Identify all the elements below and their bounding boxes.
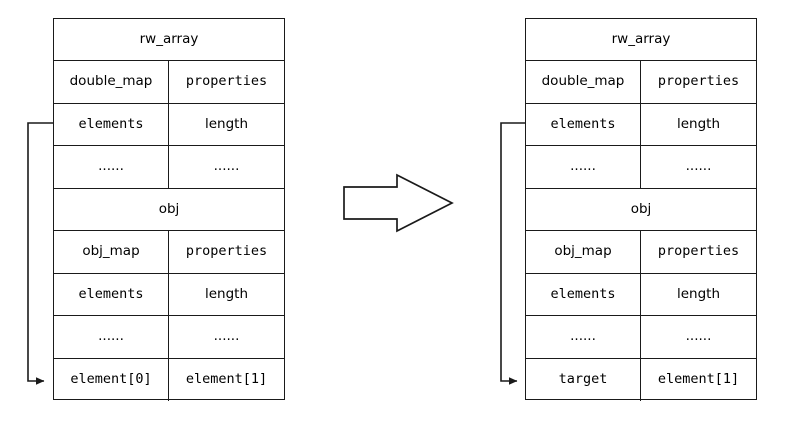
cell-length: length	[204, 115, 249, 132]
cell-properties: properties	[185, 243, 268, 260]
cell-obj-map: obj_map	[54, 231, 169, 273]
table-row: rw_array	[526, 19, 756, 62]
cell-ellipsis: ......	[526, 316, 641, 358]
cell-properties: properties	[185, 73, 268, 90]
table-row: ...... ......	[54, 316, 284, 359]
pointer-line-after	[500, 122, 525, 385]
cell-obj-header: obj	[158, 200, 180, 217]
table-row: elements length	[54, 103, 284, 147]
cell-elements: elements	[526, 273, 641, 316]
cell-element-1: element[1]	[657, 370, 740, 387]
cell-rw-array-header: rw_array	[139, 30, 199, 47]
cell-ellipsis: ......	[526, 146, 641, 188]
table-row: double_map properties	[526, 61, 756, 104]
cell-element-0: element[0]	[54, 358, 169, 401]
table-row: ...... ......	[526, 316, 756, 359]
transition-right-arrow-icon	[343, 173, 454, 233]
table-row: element[0] element[1]	[54, 358, 284, 401]
cell-length: length	[204, 285, 249, 302]
cell-ellipsis: ......	[685, 328, 712, 345]
table-row: elements length	[54, 273, 284, 317]
cell-rw-array-header: rw_array	[611, 30, 671, 47]
table-row: obj	[54, 189, 284, 232]
cell-elements: elements	[54, 103, 169, 146]
table-row: double_map properties	[54, 61, 284, 104]
pointer-line-before	[27, 122, 53, 385]
table-row: target element[1]	[526, 358, 756, 401]
cell-obj-map: obj_map	[526, 231, 641, 273]
cell-target: target	[526, 358, 641, 401]
table-row: ...... ......	[526, 146, 756, 189]
cell-double-map: double_map	[526, 61, 641, 103]
cell-ellipsis: ......	[54, 146, 169, 188]
memory-table-before: rw_array double_map properties elements …	[53, 18, 285, 401]
cell-elements: elements	[526, 103, 641, 146]
memory-table-after: rw_array double_map properties elements …	[525, 18, 757, 401]
table-row: rw_array	[54, 19, 284, 62]
cell-length: length	[676, 285, 721, 302]
cell-element-1: element[1]	[185, 370, 268, 387]
cell-properties: properties	[657, 73, 740, 90]
cell-double-map: double_map	[54, 61, 169, 103]
cell-length: length	[676, 115, 721, 132]
cell-ellipsis: ......	[213, 328, 240, 345]
table-row: obj_map properties	[526, 231, 756, 274]
cell-ellipsis: ......	[54, 316, 169, 358]
cell-properties: properties	[657, 243, 740, 260]
cell-elements: elements	[54, 273, 169, 316]
table-row: obj	[526, 189, 756, 232]
table-row: elements length	[526, 273, 756, 317]
cell-obj-header: obj	[630, 200, 652, 217]
cell-ellipsis: ......	[213, 158, 240, 175]
table-row: obj_map properties	[54, 231, 284, 274]
table-row: ...... ......	[54, 146, 284, 189]
cell-ellipsis: ......	[685, 158, 712, 175]
table-row: elements length	[526, 103, 756, 147]
